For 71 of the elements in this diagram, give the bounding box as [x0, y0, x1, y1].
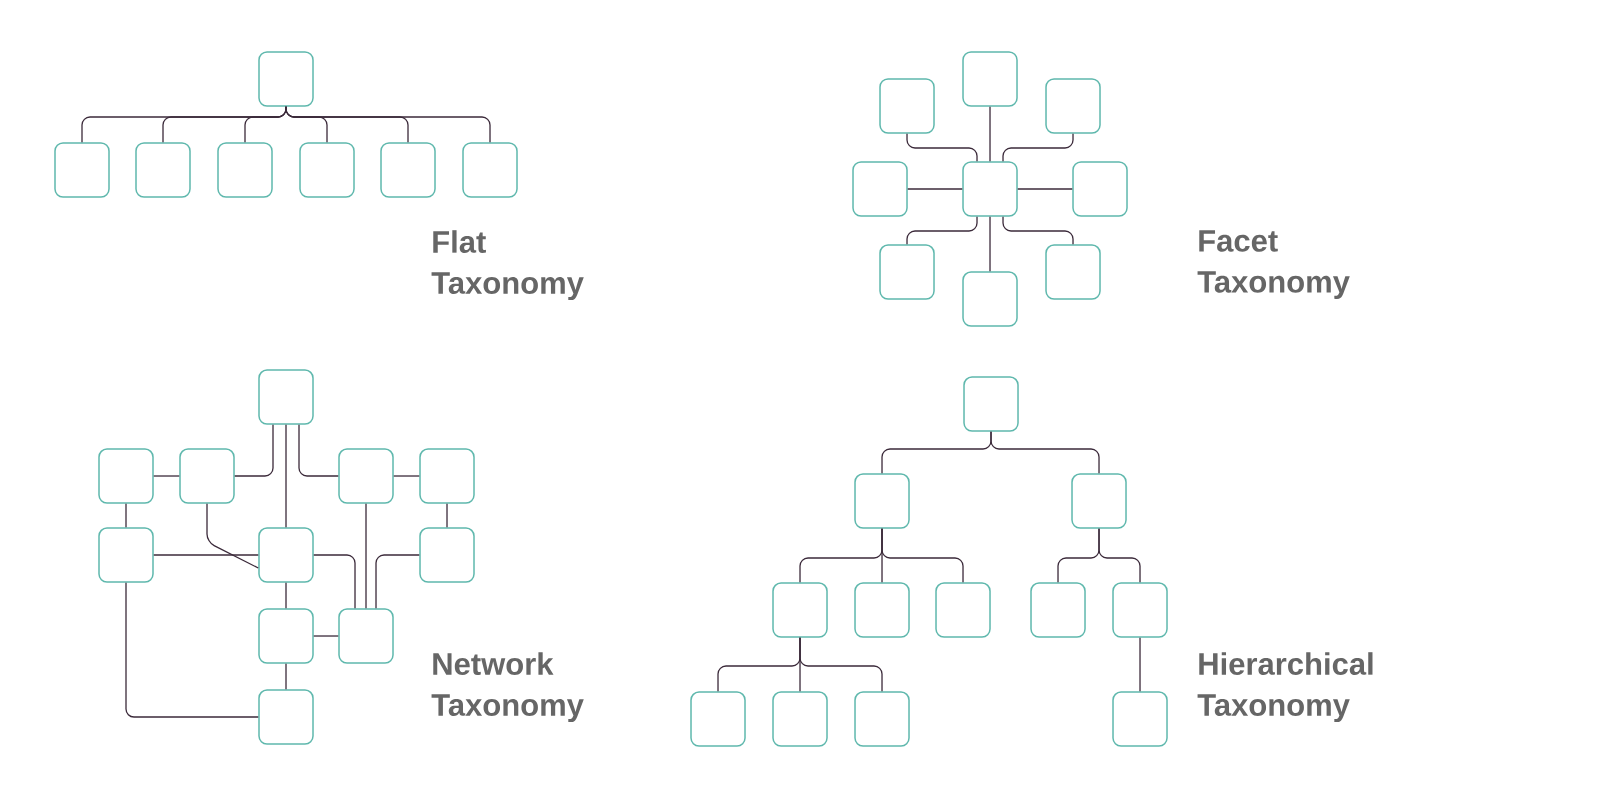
empty-box	[54, 142, 110, 198]
empty-box	[217, 142, 273, 198]
empty-box	[962, 271, 1018, 327]
connector-line	[907, 188, 963, 190]
empty-box	[852, 161, 908, 217]
diagram-label: Facet Taxonomy	[1197, 230, 1350, 299]
empty-box	[1112, 691, 1168, 747]
empty-box	[98, 448, 154, 504]
connector-line	[1139, 637, 1141, 692]
empty-box	[879, 78, 935, 134]
empty-box	[258, 689, 314, 745]
empty-box	[338, 608, 394, 664]
empty-box	[1030, 582, 1086, 638]
empty-box	[772, 691, 828, 747]
connector-line	[881, 528, 964, 583]
connector-line	[285, 424, 287, 528]
connector-line	[206, 503, 259, 569]
connector-line	[285, 106, 491, 143]
empty-box	[179, 448, 235, 504]
empty-box	[258, 51, 314, 107]
empty-box	[258, 608, 314, 664]
connector-line	[906, 216, 978, 245]
empty-box	[135, 142, 191, 198]
connector-line	[990, 431, 1100, 474]
connector-line	[1002, 216, 1074, 245]
empty-box	[1112, 582, 1168, 638]
empty-box	[1071, 473, 1127, 529]
empty-box	[879, 244, 935, 300]
connector-line	[1017, 188, 1073, 190]
empty-box	[299, 142, 355, 198]
diagram-label: Network Taxonomy	[431, 652, 584, 723]
empty-box	[1045, 244, 1101, 300]
connector-line	[234, 424, 274, 477]
empty-box	[380, 142, 436, 198]
connector-line	[393, 475, 420, 477]
connector-line	[313, 554, 356, 609]
empty-box	[338, 448, 394, 504]
connector-line	[375, 554, 420, 609]
connector-line	[989, 106, 991, 162]
connector-line	[799, 637, 883, 692]
empty-box	[772, 582, 828, 638]
empty-box	[854, 691, 910, 747]
empty-box	[419, 448, 475, 504]
empty-box	[935, 582, 991, 638]
connector-line	[313, 635, 339, 637]
empty-box	[1045, 78, 1101, 134]
connector-line	[153, 475, 180, 477]
empty-box	[258, 369, 314, 425]
connector-line	[285, 582, 287, 609]
empty-box	[258, 527, 314, 583]
empty-box	[854, 582, 910, 638]
connector-line	[446, 503, 448, 528]
diagram-label: Flat Taxonomy	[431, 230, 584, 301]
empty-box	[419, 527, 475, 583]
empty-box	[462, 142, 518, 198]
connector-line	[989, 216, 991, 272]
empty-box	[98, 527, 154, 583]
empty-box	[690, 691, 746, 747]
connector-line	[298, 424, 339, 477]
connector-line	[1098, 528, 1141, 583]
connector-line	[285, 663, 287, 690]
connector-line	[125, 503, 127, 528]
connector-line	[153, 554, 259, 556]
connector-line	[125, 582, 259, 718]
empty-box	[854, 473, 910, 529]
diagram-label: Hierarchical Taxonomy	[1197, 652, 1373, 723]
empty-box	[962, 51, 1018, 107]
connector-line	[365, 503, 367, 609]
empty-box	[1072, 161, 1128, 217]
empty-box	[962, 161, 1018, 217]
empty-box	[963, 376, 1019, 432]
